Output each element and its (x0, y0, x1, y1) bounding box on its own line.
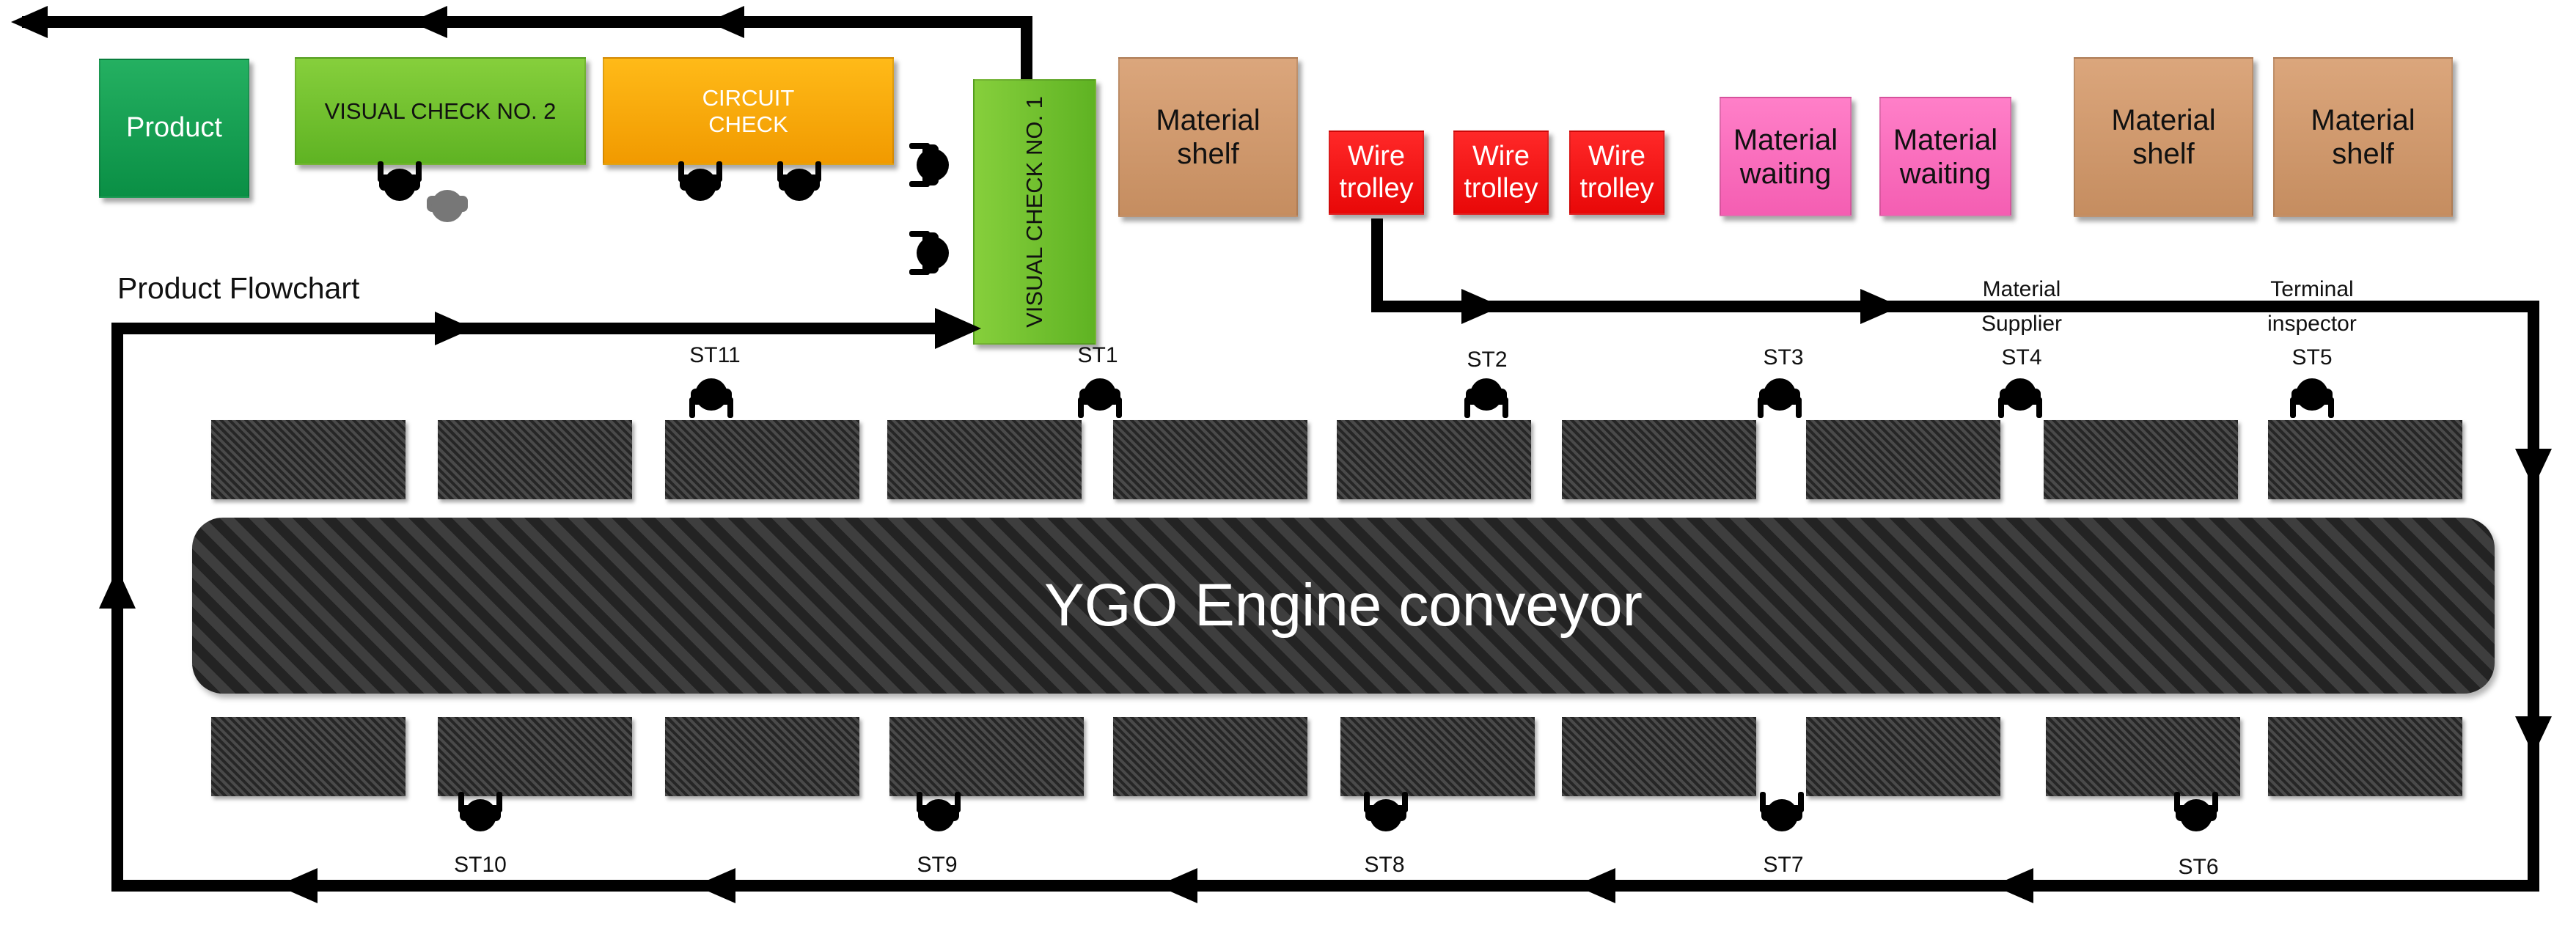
visual-check-1-box: VISUAL CHECK NO. 1 (973, 79, 1096, 345)
workstation-bottom-10 (2268, 717, 2462, 796)
operators-bottom (458, 792, 2218, 831)
station-role-st4: Material Supplier (1981, 277, 2063, 336)
station-label-st2: ST2 (1467, 348, 1508, 372)
material-waiting-1-box: Material waiting (1720, 97, 1852, 216)
workstation-top-3 (665, 420, 859, 499)
workstation-bottom-6 (1340, 717, 1535, 796)
wire-trolley-2-box: Wire trolley (1453, 131, 1549, 215)
workstation-top-6 (1337, 420, 1531, 499)
workstation-bottom-8 (1806, 717, 2000, 796)
wire-trolley-3-label: Wire trolley (1579, 140, 1654, 204)
workstation-top-5 (1113, 420, 1307, 499)
workstation-bottom-1 (211, 717, 406, 796)
workstation-top-1 (211, 420, 406, 499)
workstation-bottom-7 (1562, 717, 1756, 796)
material-waiting-1-label: Material waiting (1733, 123, 1838, 190)
operators-top (689, 378, 2334, 418)
station-label-st1: ST1 (1077, 343, 1118, 367)
material-waiting-2-label: Material waiting (1893, 123, 1998, 190)
station-label-st8: ST8 (1364, 853, 1405, 877)
circuit-check-box: CIRCUIT CHECK (603, 57, 894, 165)
station-label-st9: ST9 (917, 853, 958, 877)
station-label-st3: ST3 (1763, 345, 1804, 370)
workstation-bottom-5 (1113, 717, 1307, 796)
workstation-bottom-9 (2046, 717, 2240, 796)
workstation-bottom-4 (889, 717, 1084, 796)
station-label-st11: ST11 (689, 343, 741, 367)
material-shelf-3-label: Material shelf (2311, 104, 2415, 170)
wire-trolley-3-box: Wire trolley (1569, 131, 1665, 215)
visual-check-2-box: VISUAL CHECK NO. 2 (295, 57, 586, 165)
material-shelf-2-label: Material shelf (2111, 104, 2216, 170)
material-shelf-3-box: Material shelf (2273, 57, 2453, 217)
workstation-bottom-3 (665, 717, 859, 796)
product-box: Product (99, 59, 249, 198)
workstation-top-9 (2044, 420, 2238, 499)
station-label-st10: ST10 (454, 853, 507, 877)
circuit-check-label: CIRCUIT CHECK (702, 84, 795, 137)
material-waiting-2-box: Material waiting (1879, 97, 2011, 216)
station-label-st4: ST4 (2001, 345, 2042, 370)
material-shelf-1-label: Material shelf (1156, 104, 1261, 170)
visual-check-2-label: VISUAL CHECK NO. 2 (324, 98, 557, 124)
wire-trolley-1-box: Wire trolley (1329, 131, 1424, 215)
conveyor-label: YGO Engine conveyor (1044, 572, 1643, 639)
material-shelf-2-box: Material shelf (2074, 57, 2253, 217)
flowchart-title: Product Flowchart (117, 271, 360, 305)
station-label-st5: ST5 (2291, 345, 2333, 370)
workstation-bottom-2 (438, 717, 632, 796)
station-label-st6: ST6 (2178, 855, 2219, 879)
wire-trolley-1-label: Wire trolley (1339, 140, 1414, 204)
wire-trolley-2-label: Wire trolley (1464, 140, 1538, 204)
workstation-top-2 (438, 420, 632, 499)
material-shelf-1-box: Material shelf (1118, 57, 1298, 217)
station-role-st5: Terminal inspector (2267, 277, 2357, 336)
station-label-st7: ST7 (1763, 853, 1804, 877)
engine-conveyor: YGO Engine conveyor (192, 518, 2495, 694)
operators-inspection (378, 143, 949, 275)
workstation-top-4 (887, 420, 1082, 499)
workstation-top-7 (1562, 420, 1756, 499)
workstation-top-8 (1806, 420, 2000, 499)
workstation-top-10 (2268, 420, 2462, 499)
product-label: Product (126, 112, 222, 144)
